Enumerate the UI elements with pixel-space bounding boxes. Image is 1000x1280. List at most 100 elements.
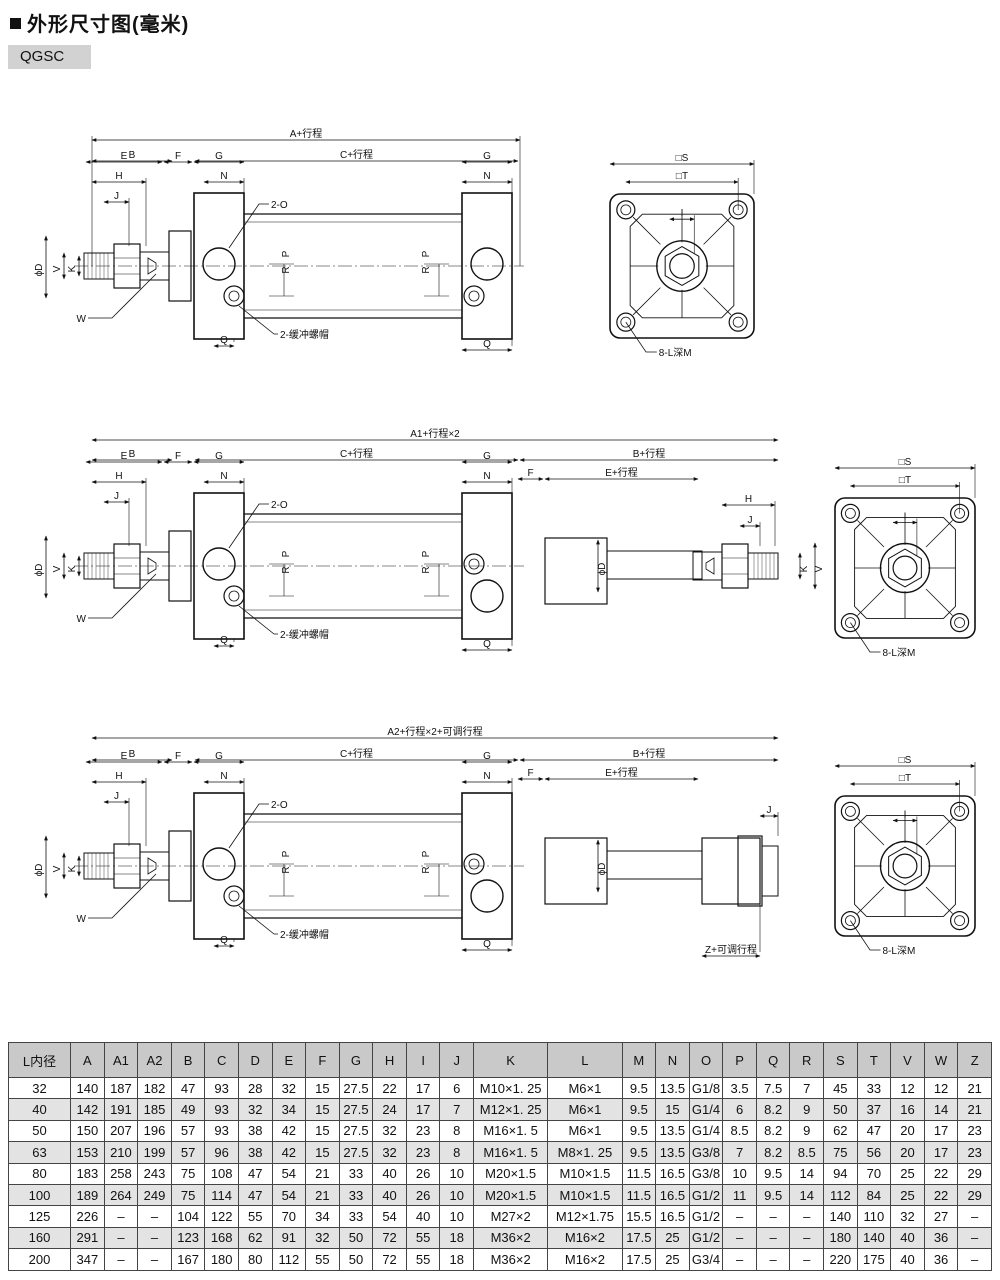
right-rod-3 [606, 850, 703, 880]
H-dim-right: H [721, 494, 776, 546]
table-cell: 17 [405, 1098, 441, 1121]
S-dim-label: □S [676, 153, 689, 164]
table-cell: 27.5 [338, 1141, 374, 1164]
table-cell: 9.5 [755, 1162, 791, 1185]
H-dim-right-label: H [745, 494, 752, 505]
table-cell: 10 [439, 1183, 474, 1207]
table-cell: M27×2 [472, 1205, 549, 1228]
column-header: V [890, 1042, 925, 1078]
table-cell: 40 [372, 1183, 407, 1207]
adjust-nut [737, 835, 763, 907]
P-dim-label-right: P [421, 850, 432, 857]
table-cell: 55 [305, 1248, 340, 1271]
table-cell: 104 [170, 1205, 206, 1228]
table-cell: – [103, 1226, 139, 1250]
table-cell: 93 [204, 1119, 239, 1143]
table-cell: 27.5 [338, 1098, 374, 1121]
F-dim-3r-label: F [527, 768, 533, 779]
K-dim-label: K [67, 565, 78, 572]
rod-end [83, 843, 170, 889]
J-dim-label: J [114, 791, 119, 802]
table-cell: 25 [890, 1183, 925, 1207]
table-cell: – [957, 1205, 992, 1228]
C-dim: C+行程 [194, 148, 519, 163]
B-plus-dim-3: B+行程 [519, 747, 779, 762]
F-dim: F [163, 751, 193, 764]
table-cell: 291 [70, 1226, 105, 1250]
column-header: H [372, 1042, 407, 1078]
J-dim-right-label: J [748, 515, 753, 526]
W-leader-label: W [77, 314, 87, 325]
column-header: M [621, 1042, 657, 1078]
table-cell: – [103, 1248, 139, 1271]
table-cell: 25 [890, 1162, 925, 1185]
table-cell: 8.5 [789, 1141, 825, 1164]
table-cell: 15 [655, 1098, 690, 1121]
G-dim-left: G [193, 451, 245, 464]
table-cell: 54 [372, 1205, 407, 1228]
C-dim-2-label: C+行程 [340, 447, 373, 460]
table-cell: – [755, 1248, 791, 1271]
H-dim-label: H [115, 471, 122, 482]
table-cell: M36×2 [472, 1248, 549, 1271]
N-dim-left: N [203, 171, 245, 193]
table-cell: 63 [7, 1141, 72, 1164]
Q-dim-right-2-label: Q [483, 639, 491, 650]
F-dim-label: F [175, 451, 181, 462]
table-cell: 207 [103, 1119, 139, 1143]
table-cell: 180 [823, 1226, 858, 1250]
column-header: B [170, 1042, 206, 1078]
table-cell: 32 [372, 1141, 407, 1164]
F-dim: F [163, 451, 193, 464]
table-cell: – [722, 1205, 757, 1228]
P-dim-label-left: P [281, 250, 292, 257]
table-cell: 33 [338, 1162, 374, 1185]
table-cell: 54 [271, 1183, 307, 1207]
table-cell: 183 [70, 1162, 105, 1185]
table-cell: 93 [204, 1076, 239, 1100]
section-title: 外形尺寸图(毫米) [27, 14, 190, 36]
cylinder-side-view-double [74, 792, 524, 940]
table-cell: 25 [655, 1226, 690, 1250]
table-cell: 10 [722, 1162, 757, 1185]
phiD-dim-label: ϕD [34, 864, 45, 877]
table-cell: 62 [237, 1226, 273, 1250]
column-header: F [305, 1042, 340, 1078]
column-header: J [439, 1042, 474, 1078]
J-dim: J [103, 791, 130, 846]
phiD-dim: ϕD [34, 235, 48, 299]
table-cell: 180 [204, 1248, 239, 1271]
table-cell: 14 [789, 1183, 825, 1207]
T-dim-label: □T [676, 171, 688, 182]
W-leader-label: W [77, 914, 87, 925]
table-cell: 33 [338, 1183, 374, 1207]
table-cell: 56 [856, 1141, 892, 1164]
rod-end [83, 543, 170, 589]
table-cell: 15 [305, 1141, 340, 1164]
phiD-dim-right: ϕD [596, 539, 608, 593]
table-cell: 347 [70, 1248, 105, 1271]
end-view-1 [609, 193, 755, 339]
table-cell: 8.2 [755, 1141, 791, 1164]
table-cell: 47 [237, 1183, 273, 1207]
Q-dim-left: Q [213, 335, 235, 348]
B-dim-3: B [91, 749, 173, 762]
table-cell: 17.5 [621, 1248, 657, 1271]
table-cell: 187 [103, 1076, 139, 1100]
K-dim-label: K [67, 865, 78, 872]
table-cell: 249 [137, 1183, 172, 1207]
column-header: Q [755, 1042, 791, 1078]
table-cell: 40 [7, 1098, 72, 1121]
table-cell: 12 [923, 1076, 959, 1100]
Z-dim: Z+可调行程 [701, 904, 761, 958]
I-dim-label: I [681, 208, 684, 219]
T-dim: □T [849, 475, 961, 514]
R-dim-label-left: R [281, 266, 292, 273]
cushion-nut-leader: 2-缓冲螺帽 [238, 605, 329, 641]
column-header: D [237, 1042, 273, 1078]
B-dim-2-label: B [129, 449, 136, 460]
table-cell: G3/8 [688, 1141, 724, 1164]
